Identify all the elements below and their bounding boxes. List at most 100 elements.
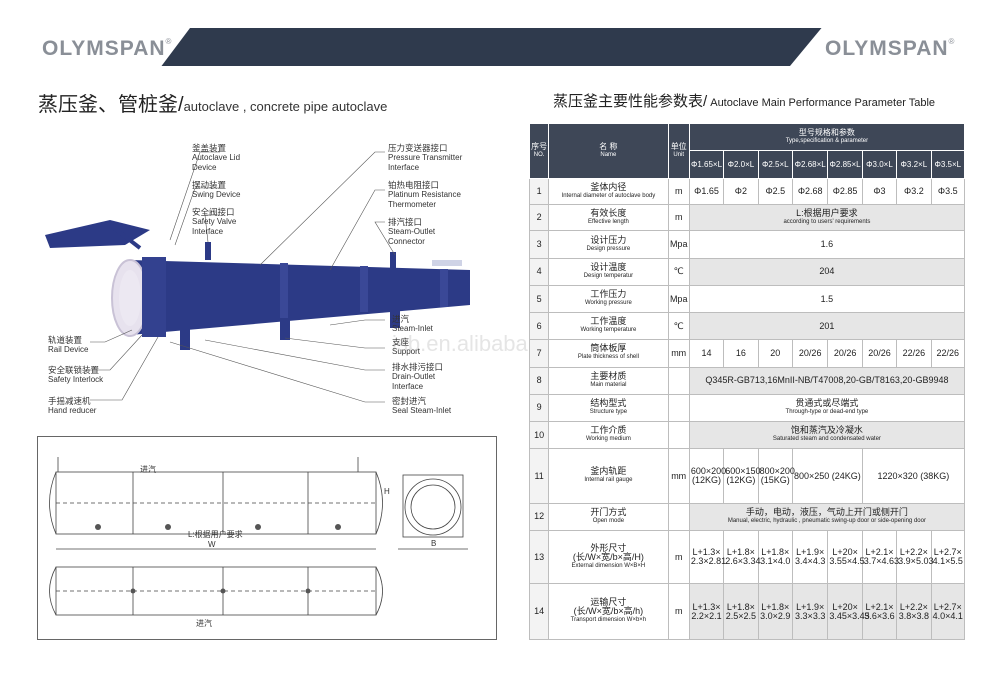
model-header: Φ2.68×L <box>791 150 829 179</box>
row-value: L+20×3.45×3.45 <box>827 583 870 640</box>
row-number: 11 <box>528 448 550 504</box>
row-name: 外形尺寸(长/W×宽/b×高/H)External dimension W×B×… <box>548 530 669 585</box>
row-unit: mm <box>667 448 690 504</box>
technical-drawing-svg <box>49 457 468 616</box>
row-merged-value: 204 <box>688 257 966 286</box>
row-value: 600×200(12KG) <box>688 448 726 504</box>
header-band-right-cut <box>790 28 1000 66</box>
row-merged-value: Q345R-GB713,16MnII-NB/T47008,20-GB/T8163… <box>688 366 966 395</box>
row-unit <box>667 366 690 395</box>
row-number: 13 <box>528 530 550 585</box>
model-header: Φ3.0×L <box>861 150 898 179</box>
row-value: L+2.7×4.0×4.1 <box>930 583 966 640</box>
row-value: L+1.9×3.4×4.3 <box>791 530 829 585</box>
row-value: L+1.9×3.3×3.3 <box>791 583 829 640</box>
row-value: 1220×320 (38KG) <box>861 448 966 504</box>
row-number: 8 <box>528 366 550 395</box>
row-value: Φ3 <box>861 177 898 206</box>
row-name: 运输尺寸(长/W×宽/b×高/h)Transport dimension W×b… <box>548 583 669 640</box>
row-value: Φ3.2 <box>896 177 932 206</box>
row-value: 14 <box>688 339 725 368</box>
technical-drawing: 进汽 L:根据用户要求 W H B 进汽 <box>37 436 497 640</box>
row-unit: Mpa <box>667 230 690 259</box>
row-number: 3 <box>528 230 550 259</box>
row-value: 22/26 <box>930 339 966 368</box>
row-number: 9 <box>528 393 550 423</box>
row-value: 800×200(15KG) <box>757 448 795 504</box>
brand-logo-left: OLYMSPAN® <box>42 37 173 60</box>
model-header: Φ1.65×L <box>688 150 725 179</box>
row-value: L+2.2×3.8×3.8 <box>896 583 932 640</box>
row-number: 5 <box>528 284 550 314</box>
autoclave-illustration <box>45 151 470 403</box>
row-value: 16 <box>723 339 759 368</box>
row-number: 1 <box>528 177 550 206</box>
drawing-label-b: B <box>431 539 437 548</box>
model-header: Φ3.2×L <box>896 150 932 179</box>
row-unit: mm <box>667 339 690 368</box>
row-number: 14 <box>528 583 550 640</box>
drawing-label-h: H <box>384 487 390 496</box>
row-number: 6 <box>528 312 550 341</box>
row-value: L+2.1×3.7×4.63 <box>861 530 899 585</box>
row-unit: m <box>667 177 690 206</box>
row-value: 800×250 (24KG) <box>791 448 863 504</box>
drawing-label-steam-in-2: 进汽 <box>196 619 212 628</box>
row-value: L+2.7×4.1×5.5 <box>930 530 966 585</box>
row-value: L+1.8×2.5×2.5 <box>723 583 759 640</box>
row-unit: Mpa <box>667 284 690 314</box>
row-value: 20/26 <box>861 339 898 368</box>
row-value: 20 <box>757 339 793 368</box>
row-merged-value: 1.5 <box>688 284 966 314</box>
drawing-label-w: W <box>208 540 216 549</box>
model-header: Φ2.85×L <box>827 150 863 179</box>
row-value: Φ2 <box>723 177 759 206</box>
row-value: Φ2.85 <box>827 177 863 206</box>
header-band-left-cut <box>0 28 190 66</box>
header-band <box>0 28 1000 66</box>
model-header: Φ2.0×L <box>723 150 759 179</box>
row-value: Φ1.65 <box>688 177 725 206</box>
row-number: 12 <box>528 502 550 532</box>
row-unit: ℃ <box>667 312 690 341</box>
drawing-label-steam-in: 进汽 <box>140 465 156 474</box>
row-value: L+1.8×3.0×2.9 <box>757 583 793 640</box>
row-value: Φ2.5 <box>757 177 793 206</box>
row-value: L+2.1×3.6×3.6 <box>861 583 898 640</box>
row-value: L+2.2×3.9×5.03 <box>896 530 933 585</box>
row-value: 20/26 <box>791 339 829 368</box>
row-value: L+1.3×2.2×2.1 <box>688 583 725 640</box>
row-number: 10 <box>528 421 550 450</box>
